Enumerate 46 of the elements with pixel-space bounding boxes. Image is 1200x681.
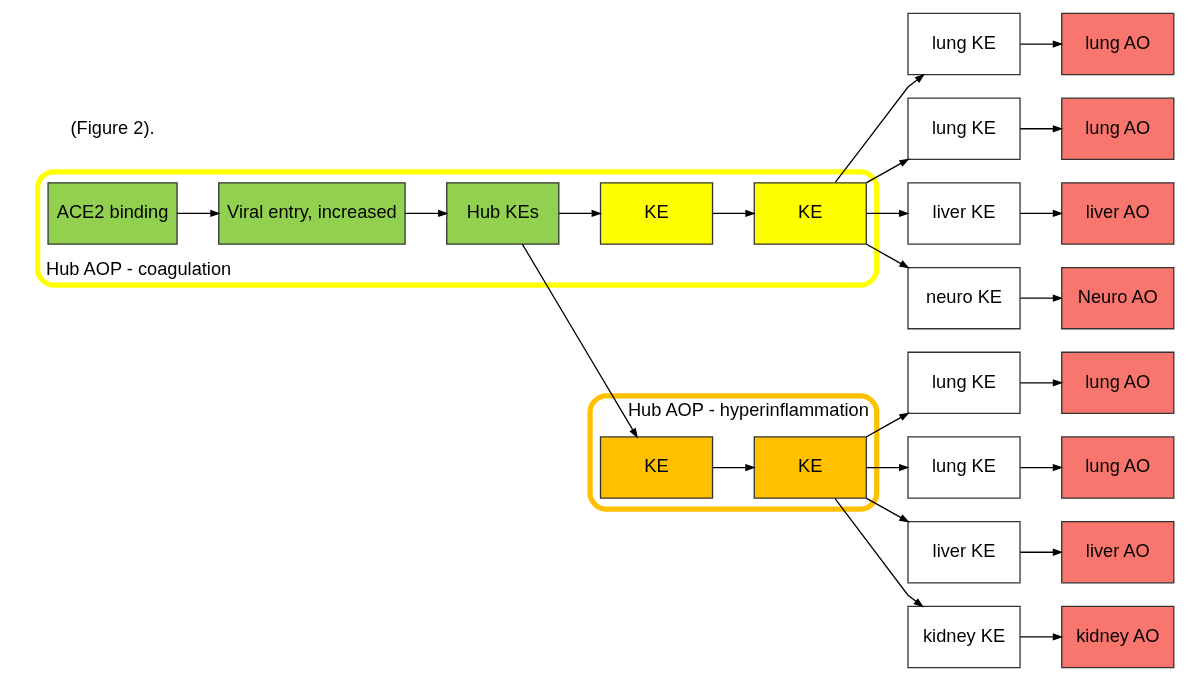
node-box: liver AO bbox=[1060, 520, 1174, 584]
node-box: KE bbox=[599, 436, 713, 499]
node-box: liver KE bbox=[906, 182, 1021, 245]
node-box: KE bbox=[753, 436, 867, 499]
node-box: lung KE bbox=[906, 436, 1021, 499]
arrow bbox=[1019, 379, 1063, 387]
node-box: lung KE bbox=[906, 12, 1021, 76]
arrow bbox=[1019, 548, 1063, 556]
node-box: KE bbox=[599, 182, 713, 245]
arrow bbox=[1019, 125, 1063, 133]
arrow bbox=[521, 243, 638, 439]
arrow bbox=[865, 209, 909, 218]
node-box: KE bbox=[753, 182, 867, 245]
arrow bbox=[865, 158, 910, 184]
node-box: ACE2 binding bbox=[46, 182, 178, 245]
arrow bbox=[711, 463, 756, 472]
node-box: Hub KEs bbox=[445, 182, 559, 245]
node-box: kidney KE bbox=[906, 605, 1021, 669]
node-box: lung AO bbox=[1060, 12, 1174, 76]
arrow bbox=[1019, 40, 1063, 48]
arrow bbox=[557, 209, 602, 218]
arrow bbox=[711, 209, 756, 218]
node-box: liver KE bbox=[906, 520, 1021, 584]
node-box: lung AO bbox=[1060, 351, 1174, 415]
node-box: lung AO bbox=[1060, 97, 1174, 161]
node-box: neuro KE bbox=[906, 266, 1021, 330]
arrow bbox=[1019, 209, 1063, 218]
node-box: lung KE bbox=[906, 351, 1021, 415]
node-box: kidney AO bbox=[1060, 605, 1174, 669]
arrow bbox=[1019, 633, 1063, 641]
node-box: lung AO bbox=[1060, 436, 1174, 499]
arrow bbox=[833, 497, 924, 608]
arrow bbox=[176, 209, 221, 218]
node-box: liver AO bbox=[1060, 182, 1174, 245]
arrow bbox=[1019, 294, 1063, 302]
label: (Figure 2). bbox=[70, 116, 155, 138]
arrow bbox=[865, 412, 910, 438]
arrow bbox=[865, 463, 909, 472]
node-box: Viral entry, increased bbox=[217, 182, 406, 245]
arrow bbox=[865, 243, 910, 269]
node-box: Neuro AO bbox=[1060, 266, 1174, 330]
arrow bbox=[404, 209, 449, 218]
arrow bbox=[1019, 463, 1063, 472]
node-box: lung KE bbox=[906, 97, 1021, 161]
arrow bbox=[834, 73, 925, 183]
arrow bbox=[865, 497, 910, 523]
